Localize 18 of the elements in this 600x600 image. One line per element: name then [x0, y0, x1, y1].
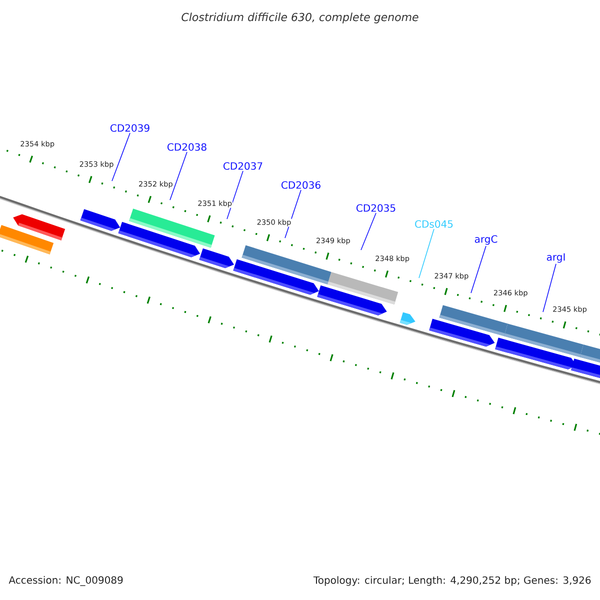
leader-line: [360, 212, 376, 250]
gene-label: CDs045: [415, 220, 453, 228]
leader-line: [226, 170, 244, 220]
leader-line: [542, 264, 556, 312]
leader-line: [470, 246, 486, 294]
leader-line: [170, 152, 188, 200]
gene-label: CD2038: [168, 143, 206, 151]
leader-line: [112, 132, 130, 182]
leader-line: [418, 228, 434, 278]
gene-label: CD2037: [224, 162, 262, 170]
info-text: Topology: circular; Length: 4,290,252 bp; Genes: 3,926: [313, 576, 591, 586]
gene-label: CD2036: [282, 181, 320, 189]
info-text: Accession: NC_009089: [8, 576, 123, 586]
title: Clostridium difficile 630, complete genome: [182, 12, 418, 24]
gene-label: argI: [546, 253, 565, 263]
gene-label: CD2039: [110, 124, 150, 132]
gene-label: CD2035: [356, 204, 396, 212]
gene-label: argC: [474, 235, 498, 245]
